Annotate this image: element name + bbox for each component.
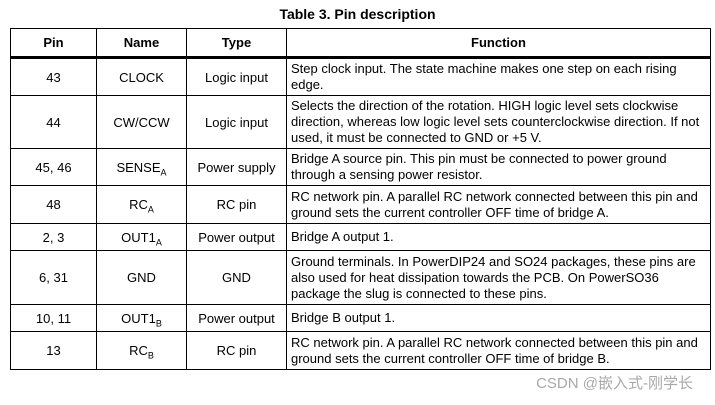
cell-type: Logic input (186, 95, 287, 149)
table-row: 43 CLOCK Logic input Step clock input. T… (10, 57, 711, 96)
cell-type: GND (186, 250, 287, 305)
cell-function: Selects the direction of the rotation. H… (286, 95, 711, 149)
cell-name: CLOCK (96, 57, 187, 96)
cell-name: CW/CCW (96, 95, 187, 149)
cell-function: RC network pin. A parallel RC network co… (286, 185, 711, 224)
table-row: 48 RCA RC pin RC network pin. A parallel… (10, 185, 711, 224)
cell-pin: 13 (10, 331, 97, 370)
cell-pin: 43 (10, 57, 97, 96)
header-type: Type (186, 28, 287, 59)
cell-function: RC network pin. A parallel RC network co… (286, 331, 711, 370)
table-row: 44 CW/CCW Logic input Selects the direct… (10, 95, 711, 149)
cell-name: OUT1B (96, 304, 187, 332)
cell-name: OUT1A (96, 223, 187, 251)
header-row: Pin Name Type Function (10, 28, 711, 59)
pin-description-table: Pin Name Type Function 43 CLOCK Logic in… (10, 28, 711, 370)
cell-pin: 45, 46 (10, 148, 97, 186)
header-function: Function (286, 28, 711, 59)
watermark: CSDN @嵌入式-刚学长 (536, 375, 693, 392)
cell-function: Bridge A source pin. This pin must be co… (286, 148, 711, 186)
cell-pin: 48 (10, 185, 97, 224)
cell-name: RCB (96, 331, 187, 370)
cell-type: Power supply (186, 148, 287, 186)
table-row: 6, 31 GND GND Ground terminals. In Power… (10, 250, 711, 305)
table-title: Table 3. Pin description (279, 6, 436, 22)
cell-name: RCA (96, 185, 187, 224)
cell-type: Power output (186, 223, 287, 251)
cell-pin: 10, 11 (10, 304, 97, 332)
cell-pin: 44 (10, 95, 97, 149)
header-pin: Pin (10, 28, 97, 59)
table-row: 2, 3 OUT1A Power output Bridge A output … (10, 223, 711, 251)
cell-function: Bridge A output 1. (286, 223, 711, 251)
cell-type: Power output (186, 304, 287, 332)
table-row: 10, 11 OUT1B Power output Bridge B outpu… (10, 304, 711, 332)
cell-type: Logic input (186, 57, 287, 96)
cell-function: Ground terminals. In PowerDIP24 and SO24… (286, 250, 711, 305)
cell-type: RC pin (186, 331, 287, 370)
cell-type: RC pin (186, 185, 287, 224)
cell-name: SENSEA (96, 148, 187, 186)
cell-function: Bridge B output 1. (286, 304, 711, 332)
table-row: 13 RCB RC pin RC network pin. A parallel… (10, 331, 711, 370)
cell-pin: 2, 3 (10, 223, 97, 251)
table-row: 45, 46 SENSEA Power supply Bridge A sour… (10, 148, 711, 186)
cell-pin: 6, 31 (10, 250, 97, 305)
cell-function: Step clock input. The state machine make… (286, 57, 711, 96)
header-name: Name (96, 28, 187, 59)
cell-name: GND (96, 250, 187, 305)
